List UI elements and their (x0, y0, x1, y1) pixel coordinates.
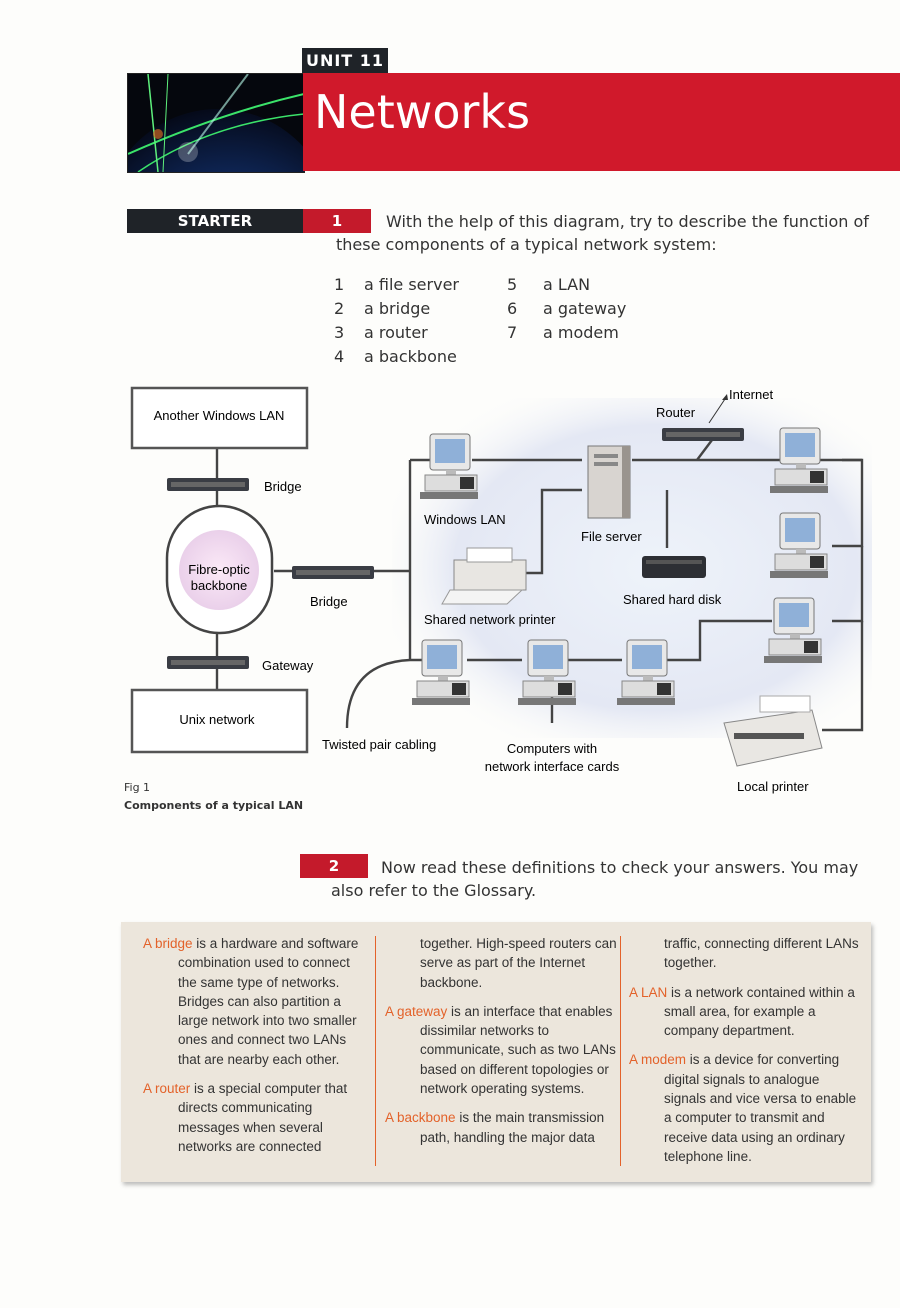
unix-network-box (130, 688, 309, 754)
label-another-lan: Another Windows LAN (154, 408, 285, 423)
definitions-column-3: traffic, connecting different LANs toget… (629, 934, 859, 1176)
hard-disk-icon (642, 556, 706, 578)
label-shared-printer: Shared network printer (424, 612, 556, 627)
definition-backbone: A backbone is the main transmission path… (385, 1110, 605, 1145)
figure-caption: Fig 1 Components of a typical LAN (124, 779, 303, 815)
label-bridge-mid: Bridge (310, 594, 348, 609)
column-divider (375, 936, 376, 1166)
definition-router: A router is a special computer that dire… (143, 1081, 348, 1154)
label-bridge-top: Bridge (264, 479, 302, 494)
label-file-server: File server (581, 529, 642, 544)
label-nic-2: network interface cards (485, 759, 620, 774)
label-local-printer: Local printer (737, 779, 809, 794)
definition-lan: A LAN is a network contained within a sm… (629, 984, 855, 1039)
label-nic-1: Computers with (507, 741, 597, 756)
label-windows-lan: Windows LAN (424, 512, 506, 527)
definitions-column-1: A bridge is a hardware and software comb… (143, 934, 371, 1166)
column-divider (620, 936, 621, 1166)
another-lan-box (130, 386, 309, 450)
definition-gateway: A gateway is an interface that enables d… (385, 1003, 616, 1097)
definition-backbone-continued: traffic, connecting different LANs toget… (664, 936, 859, 971)
definitions-box: A bridge is a hardware and software comb… (121, 922, 871, 1182)
question-2-number: 2 (300, 854, 368, 878)
definition-modem: A modem is a device for converting digit… (629, 1052, 857, 1164)
figure-title: Components of a typical LAN (124, 799, 304, 812)
definitions-column-2: together. High-speed routers can serve a… (385, 934, 617, 1157)
question-1-text: With the help of this diagram, try to de… (336, 212, 869, 254)
local-printer-icon (723, 695, 823, 767)
label-backbone-1: Fibre-optic (188, 562, 250, 577)
bridge-top-hub (167, 478, 249, 491)
label-unix: Unix network (179, 712, 255, 727)
definition-router-continued: together. High-speed routers can serve a… (420, 936, 617, 990)
label-twisted-pair: Twisted pair cabling (322, 737, 436, 752)
label-backbone-2: backbone (191, 578, 247, 593)
question-1-number: 1 (303, 209, 371, 233)
printer-icon (441, 547, 527, 605)
file-server-icon (587, 445, 631, 519)
figure-label: Fig 1 (124, 781, 151, 794)
starter-band: STARTER (127, 209, 303, 233)
header-globe-image (127, 73, 305, 173)
label-router: Router (656, 405, 696, 420)
label-internet: Internet (729, 387, 773, 402)
gateway-hub (167, 656, 249, 669)
page-title: Networks (314, 85, 531, 139)
label-gateway: Gateway (262, 658, 314, 673)
network-diagram: Another Windows LAN Bridge Fibre-optic b… (130, 386, 872, 794)
label-shared-disk: Shared hard disk (623, 592, 722, 607)
header-bar (303, 73, 900, 171)
unit-label: UNIT 11 (302, 48, 388, 74)
router-hub (662, 428, 744, 441)
definition-bridge: A bridge is a hardware and software comb… (143, 936, 359, 1067)
question-2-text: Now read these definitions to check your… (331, 858, 859, 900)
bridge-mid-hub (292, 566, 374, 579)
